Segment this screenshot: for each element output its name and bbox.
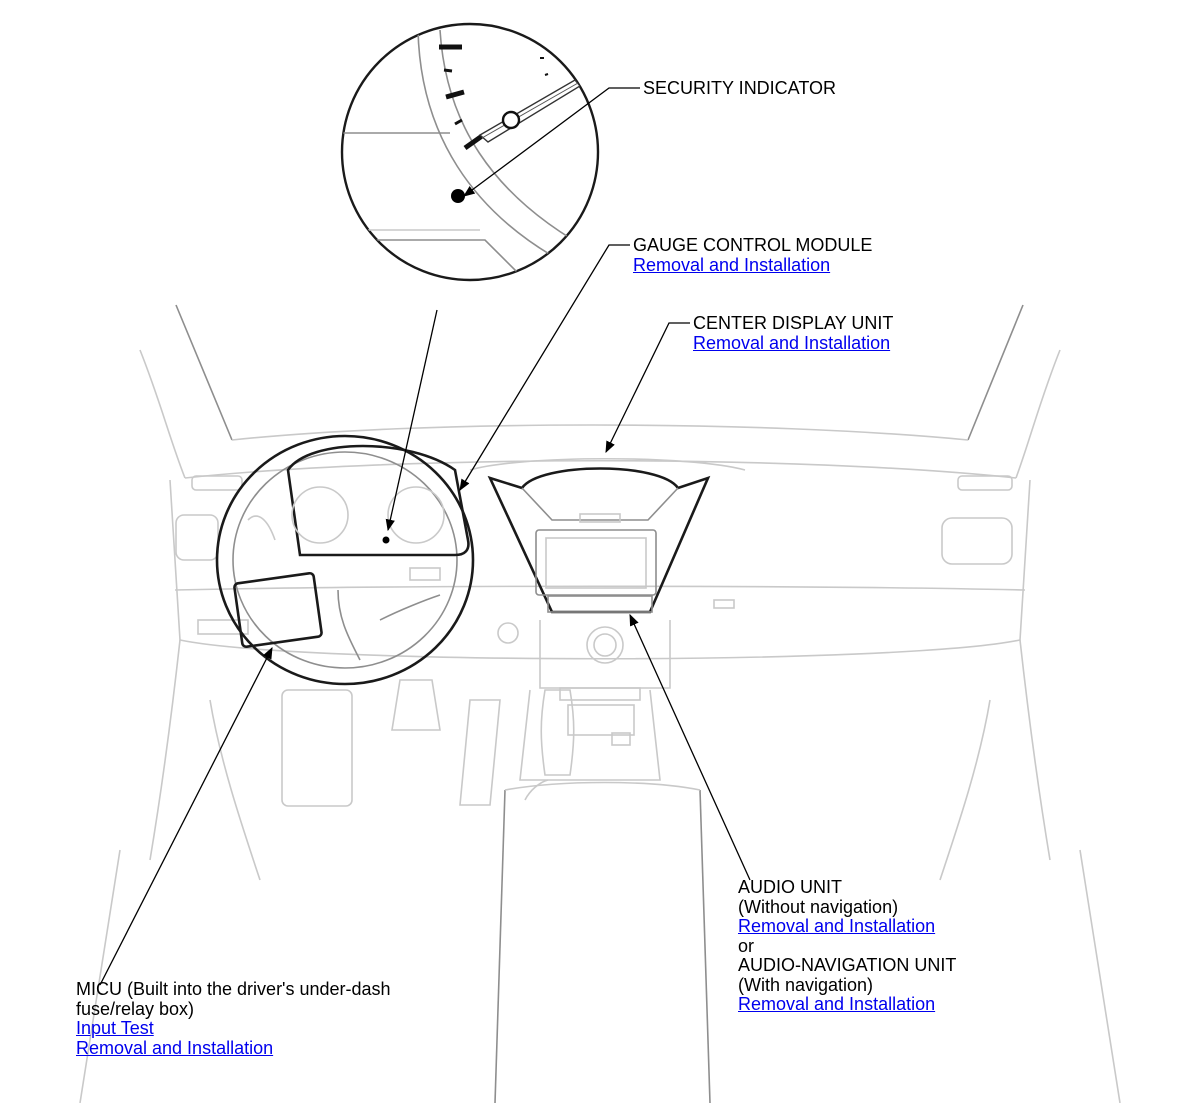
center-console bbox=[494, 689, 711, 1103]
leader-lines bbox=[99, 87, 751, 986]
callout-gauge-control-module: GAUGE CONTROL MODULE Removal and Install… bbox=[633, 235, 873, 275]
zoom-inset bbox=[340, 22, 600, 282]
security-indicator-label: SECURITY INDICATOR bbox=[643, 78, 837, 98]
callout-center-display-unit: CENTER DISPLAY UNIT Removal and Installa… bbox=[693, 313, 894, 353]
gauge-control-module-removal-link[interactable]: Removal and Installation bbox=[633, 254, 831, 275]
micu-removal-link[interactable]: Removal and Installation bbox=[76, 1037, 274, 1058]
audio-unit-removal-link[interactable]: Removal and Installation bbox=[738, 916, 936, 936]
footwell bbox=[79, 639, 1121, 1103]
audio-navigation-unit-note: (With navigation) bbox=[738, 974, 874, 995]
audio-unit-or: or bbox=[738, 935, 755, 956]
windshield-frame bbox=[139, 304, 1061, 479]
steering-wheel bbox=[215, 434, 475, 686]
callout-micu: MICU (Built into the driver's under-dash… bbox=[76, 979, 391, 1058]
dashboard bbox=[169, 457, 1031, 660]
callout-security-indicator: SECURITY INDICATOR bbox=[643, 78, 837, 99]
micu-label-line1: MICU (Built into the driver's under-dash bbox=[76, 979, 391, 999]
audio-navigation-unit-removal-link[interactable]: Removal and Installation bbox=[738, 994, 936, 1014]
audio-navigation-unit-label: AUDIO-NAVIGATION UNIT bbox=[738, 955, 957, 975]
micu-label-line2: fuse/relay box) bbox=[76, 998, 195, 1019]
center-display-unit-label: CENTER DISPLAY UNIT bbox=[693, 313, 894, 333]
gauge-control-module-label: GAUGE CONTROL MODULE bbox=[633, 235, 873, 255]
audio-unit-note: (Without navigation) bbox=[738, 896, 899, 917]
center-stack bbox=[487, 467, 711, 746]
audio-unit-label: AUDIO UNIT bbox=[738, 877, 843, 897]
center-display-unit-removal-link[interactable]: Removal and Installation bbox=[693, 332, 891, 353]
callout-audio-unit: AUDIO UNIT (Without navigation) Removal … bbox=[738, 877, 957, 1015]
micu-input-test-link[interactable]: Input Test bbox=[76, 1018, 154, 1038]
